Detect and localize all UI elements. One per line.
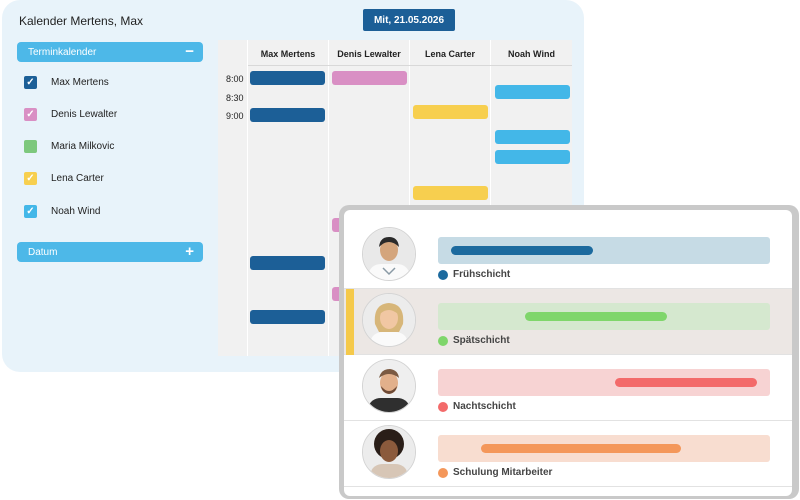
- calendar-event[interactable]: [495, 85, 570, 99]
- calendar-section-label: Terminkalender: [28, 46, 97, 58]
- calendar-item-denis-lewalter[interactable]: ✓ Denis Lewalter: [24, 106, 117, 122]
- column-header-lena-carter[interactable]: Lena Carter: [424, 49, 476, 59]
- calendar-event[interactable]: [495, 150, 570, 164]
- color-dot-icon: [438, 269, 448, 280]
- shift-row-nachtschicht[interactable]: Nachtschicht: [344, 355, 792, 421]
- shift-label: Spätschicht: [453, 335, 510, 346]
- column-header-denis-lewalter[interactable]: Denis Lewalter: [337, 49, 401, 59]
- avatar: [362, 359, 416, 413]
- avatar: [362, 425, 416, 479]
- calendar-item-label: Denis Lewalter: [51, 108, 118, 120]
- selection-indicator: [346, 289, 354, 355]
- column-divider: [409, 40, 410, 356]
- shift-legend: Nachtschicht: [438, 401, 516, 412]
- shift-bar[interactable]: [525, 312, 667, 321]
- header-divider: [248, 65, 572, 66]
- calendar-event[interactable]: [495, 130, 570, 144]
- checkbox-checked-icon[interactable]: ✓: [24, 204, 37, 218]
- calendar-item-lena-carter[interactable]: ✓ Lena Carter: [24, 170, 104, 186]
- shift-track: [438, 435, 770, 462]
- calendar-event[interactable]: [250, 108, 325, 122]
- checkbox-unchecked-icon[interactable]: [24, 139, 37, 153]
- shift-row-schulung-mitarbeiter[interactable]: Schulung Mitarbeiter: [344, 421, 792, 487]
- calendar-item-maria-milkovic[interactable]: Maria Milkovic: [24, 138, 114, 154]
- shift-bar[interactable]: [481, 444, 681, 453]
- shift-track: [438, 369, 770, 396]
- shift-bar[interactable]: [615, 378, 757, 387]
- calendar-section-header[interactable]: Terminkalender −: [17, 42, 203, 62]
- calendar-event[interactable]: [413, 186, 488, 200]
- shift-track: [438, 303, 770, 330]
- shift-legend: Schulung Mitarbeiter: [438, 467, 552, 478]
- date-section-label: Datum: [28, 246, 58, 258]
- calendar-event[interactable]: [413, 105, 488, 119]
- column-divider: [490, 40, 491, 356]
- checkbox-checked-icon[interactable]: ✓: [24, 171, 37, 185]
- column-divider: [328, 40, 329, 356]
- calendar-item-max-mertens[interactable]: ✓ Max Mertens: [24, 74, 109, 90]
- plus-icon[interactable]: +: [185, 243, 194, 260]
- calendar-item-label: Noah Wind: [51, 205, 101, 217]
- calendar-event[interactable]: [332, 71, 407, 85]
- calendar-item-noah-wind[interactable]: ✓ Noah Wind: [24, 203, 100, 219]
- shift-row-frühschicht[interactable]: Frühschicht: [344, 223, 792, 289]
- shift-label: Frühschicht: [453, 269, 511, 280]
- calendar-event[interactable]: [250, 310, 325, 324]
- date-section-header[interactable]: Datum +: [17, 242, 203, 262]
- shift-label: Schulung Mitarbeiter: [453, 467, 553, 478]
- shift-track: [438, 237, 770, 264]
- date-button[interactable]: Mit, 21.05.2026: [363, 9, 455, 31]
- shift-legend: Frühschicht: [438, 269, 510, 280]
- checkbox-checked-icon[interactable]: ✓: [24, 107, 37, 121]
- checkbox-checked-icon[interactable]: ✓: [24, 75, 37, 89]
- calendar-event[interactable]: [250, 256, 325, 270]
- avatar: [362, 227, 416, 281]
- calendar-event[interactable]: [250, 71, 325, 85]
- shift-legend: Spätschicht: [438, 335, 510, 346]
- time-label: 8:30: [226, 93, 244, 103]
- time-label: 8:00: [226, 74, 244, 84]
- shift-list: Frühschicht Spätschicht: [344, 210, 792, 496]
- color-dot-icon: [438, 467, 448, 478]
- window-title: Kalender Mertens, Max: [19, 14, 144, 28]
- color-dot-icon: [438, 401, 448, 412]
- color-dot-icon: [438, 335, 448, 346]
- shift-bar[interactable]: [451, 246, 593, 255]
- calendar-item-label: Max Mertens: [51, 76, 109, 88]
- calendar-item-label: Lena Carter: [51, 172, 104, 184]
- column-header-max-mertens[interactable]: Max Mertens: [260, 49, 316, 59]
- column-divider: [247, 40, 248, 356]
- shift-row-spätschicht[interactable]: Spätschicht: [344, 289, 792, 355]
- avatar: [362, 293, 416, 347]
- column-header-noah-wind[interactable]: Noah Wind: [508, 49, 555, 59]
- shift-card: Frühschicht Spätschicht: [339, 205, 799, 499]
- minus-icon[interactable]: −: [185, 43, 194, 60]
- shift-label: Nachtschicht: [453, 401, 516, 412]
- calendar-item-label: Maria Milkovic: [51, 140, 115, 152]
- time-label: 9:00: [226, 111, 244, 121]
